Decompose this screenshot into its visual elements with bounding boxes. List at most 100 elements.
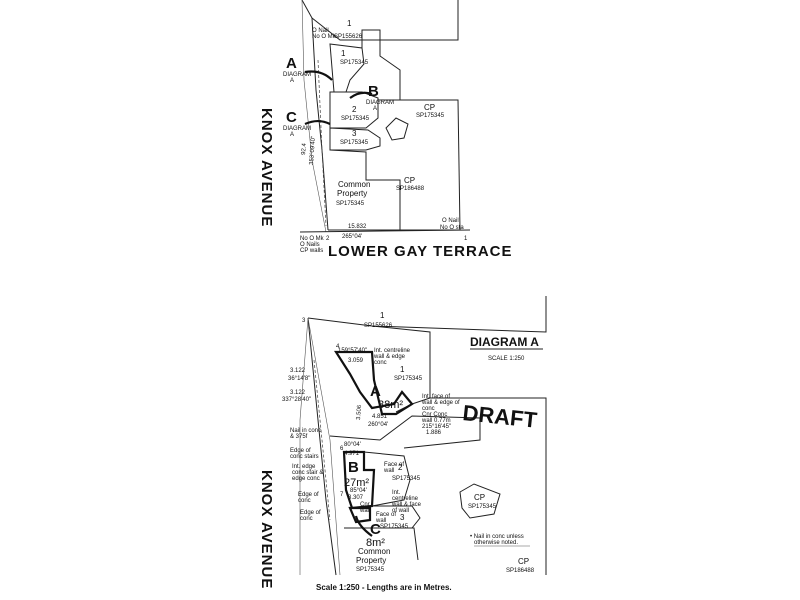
top-lot-3: 3 [352, 129, 357, 138]
top-sp155626: SP155626 [334, 34, 363, 40]
da-note-centreline: Int. centreline [374, 348, 411, 354]
da-lot-1b: 1 [400, 365, 405, 374]
da-left-inner [307, 317, 341, 576]
marker-a-label: A [286, 55, 297, 72]
top-lot-2: 2 [352, 105, 357, 114]
top-bearing-side: 353°09'40" [309, 136, 317, 165]
da-right-lot [430, 397, 547, 575]
da-note-face-b2: wall [375, 518, 386, 524]
da-left-outer [299, 317, 309, 575]
top-sp175345-c: SP175345 [340, 140, 369, 146]
da-sp175345-a: SP175345 [394, 376, 423, 382]
da-note-edge-c: Edge of [300, 510, 321, 516]
top-plan: 1 SP155626 O Nail No O Mk 1 SP175345 A D… [258, 0, 513, 260]
da-lot-1: 1 [380, 311, 385, 320]
da-dim-left1: 3.122 [290, 368, 306, 374]
da-bearing-top: 159°57'40" [338, 348, 367, 354]
da-note-wall2: wall [383, 468, 394, 474]
boundary-top-lot [311, 0, 459, 41]
top-nail-br: O Nail [442, 218, 459, 224]
top-nail2: No O Mk [312, 34, 337, 40]
da-sp155626: SP155626 [364, 323, 393, 329]
da-dim-a-side: 3.506 [356, 404, 363, 420]
da-sp175345-d: SP175345 [468, 504, 497, 510]
da-note-face4: Cnr Conc [422, 412, 447, 418]
da-bearing-left2: 337°28'40" [282, 397, 311, 403]
da-note-stairs2: conc stairs [290, 454, 319, 460]
top-road-gay: LOWER GAY TERRACE [328, 243, 513, 260]
da-note-centreline3: conc [374, 360, 387, 366]
da-scale: SCALE 1:250 [488, 356, 525, 362]
common-property-outline [328, 149, 401, 231]
da-dim-right: 1.886 [426, 430, 442, 436]
da-area-a-label: A [370, 383, 381, 400]
top-nail: O Nail [312, 28, 329, 34]
da-note-centreline2: wall & edge [373, 354, 406, 360]
marker-c-sub: DIAGRAM [283, 126, 311, 132]
da-note-nail2: & 375f [290, 434, 308, 440]
da-common: Common [358, 547, 390, 556]
da-common-line [344, 527, 419, 561]
top-sp186488: SP186488 [396, 186, 425, 192]
da-note-edge3: edge conc [292, 476, 320, 482]
da-cp-block [459, 483, 501, 519]
da-inner-dash [313, 359, 331, 521]
da-area-a: 38m² [378, 399, 403, 411]
da-area-c [348, 506, 372, 524]
top-nail-bl3: CP walls [300, 248, 323, 254]
da-legend2: otherwise noted. [474, 540, 518, 546]
da-left-boundary [307, 317, 337, 576]
da-bearing-mid: 80°04' [344, 442, 361, 448]
top-sp175345-d: SP175345 [416, 113, 445, 119]
da-dim-top: 3.059 [348, 358, 364, 364]
da-mid-line [329, 415, 481, 449]
da-area-b: 27m² [344, 477, 369, 489]
marker-b-sub2: A [373, 106, 377, 112]
top-sp175345-e: SP175345 [336, 201, 365, 207]
da-note-cl: Int. [392, 490, 401, 496]
da-note-face2: wall & edge of [421, 400, 460, 406]
cp-block [385, 117, 409, 141]
marker-b-label: B [368, 83, 379, 100]
da-title: DIAGRAM A [470, 335, 539, 349]
da-note-wall: Face of [384, 462, 404, 468]
bottom-boundary [299, 229, 471, 233]
da-corner-3: 3 [302, 318, 306, 324]
da-corner-6: 6 [340, 446, 344, 452]
top-road-knox: KNOX AVENUE [258, 108, 275, 227]
marker-a-sub2: A [290, 78, 294, 84]
top-nail-bl2: O Nails [300, 242, 320, 248]
da-note-face: Int. face of [422, 394, 450, 400]
top-cp-mid: CP [404, 176, 415, 185]
da-note-cnr2: wall [359, 508, 370, 514]
da-sp175345-e: SP175345 [356, 567, 385, 573]
marker-a-sub: DIAGRAM [283, 72, 311, 78]
da-area-c: 8m² [366, 537, 385, 549]
da-bearing-left1: 36°14'8" [288, 376, 310, 382]
da-area-b-label: B [348, 459, 359, 476]
da-lot-3: 3 [400, 513, 405, 522]
da-note-face3: conc [422, 406, 435, 412]
top-common: Common [338, 180, 370, 189]
da-note-cl3: wall & face [391, 502, 422, 508]
da-cp-right: CP [474, 493, 485, 502]
top-sp175345-b: SP175345 [341, 116, 370, 122]
top-corner-2: 2 [326, 236, 330, 242]
da-top-boundary [307, 296, 547, 333]
da-note-cl4: of wall [392, 508, 409, 514]
da-draft: DRAFT [461, 400, 538, 433]
da-dim-b: 3.307 [348, 495, 364, 501]
da-sp175345-c: SP175345 [380, 524, 409, 530]
da-lot-2: 2 [398, 463, 403, 472]
top-corner-1: 1 [464, 236, 468, 242]
da-note-edge: Int. edge [292, 464, 316, 470]
da-note-edge2: conc stair & [292, 470, 323, 476]
top-sp175345-a: SP175345 [340, 60, 369, 66]
da-note-nail: Nail in conc [290, 428, 321, 434]
da-area-a [333, 350, 414, 416]
top-lot-1: 1 [347, 19, 352, 28]
da-footer: Scale 1:250 - Lengths are in Metres. [316, 583, 452, 592]
da-note-face5: wall 0.77m [421, 418, 451, 424]
da-property: Property [356, 556, 386, 565]
